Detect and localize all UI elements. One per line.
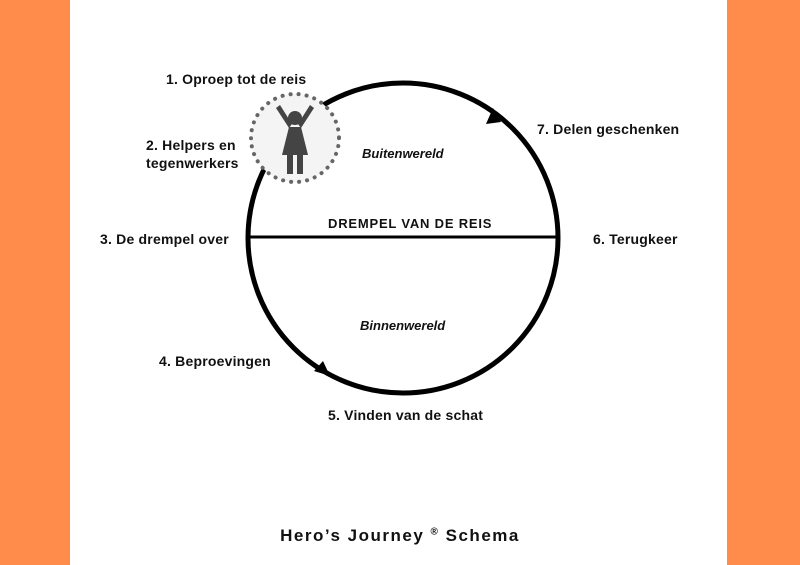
stage-3-label: 3. De drempel over [100,231,229,247]
hero-badge [249,92,341,184]
threshold-label: DREMPEL VAN DE REIS [328,216,493,231]
arrow-down-icon [314,361,330,376]
registered-mark: ® [430,526,440,538]
lower-world-label: Binnenwereld [360,318,446,333]
stage-5-label: 5. Vinden van de schat [328,407,484,423]
journey-circle [245,80,561,396]
stage-6-label: 6. Terugkeer [593,231,678,247]
stage-2-label-line2: tegenwerkers [146,155,239,171]
arrow-up-icon [486,108,501,124]
stage-4-label: 4. Beproevingen [159,353,271,369]
upper-world-label: Buitenwereld [362,146,444,161]
stage-1-label: 1. Oproep tot de reis [166,71,307,87]
stage-2-label: 2. Helpers en [146,137,236,153]
page [70,0,727,565]
person-arms-up-icon [276,105,314,174]
diagram-title: Hero’s Journey ® Schema [0,526,800,546]
title-suffix: Schema [445,526,520,545]
stage-7-label: 7. Delen geschenken [537,121,680,137]
title-main: Hero’s Journey [280,526,425,545]
